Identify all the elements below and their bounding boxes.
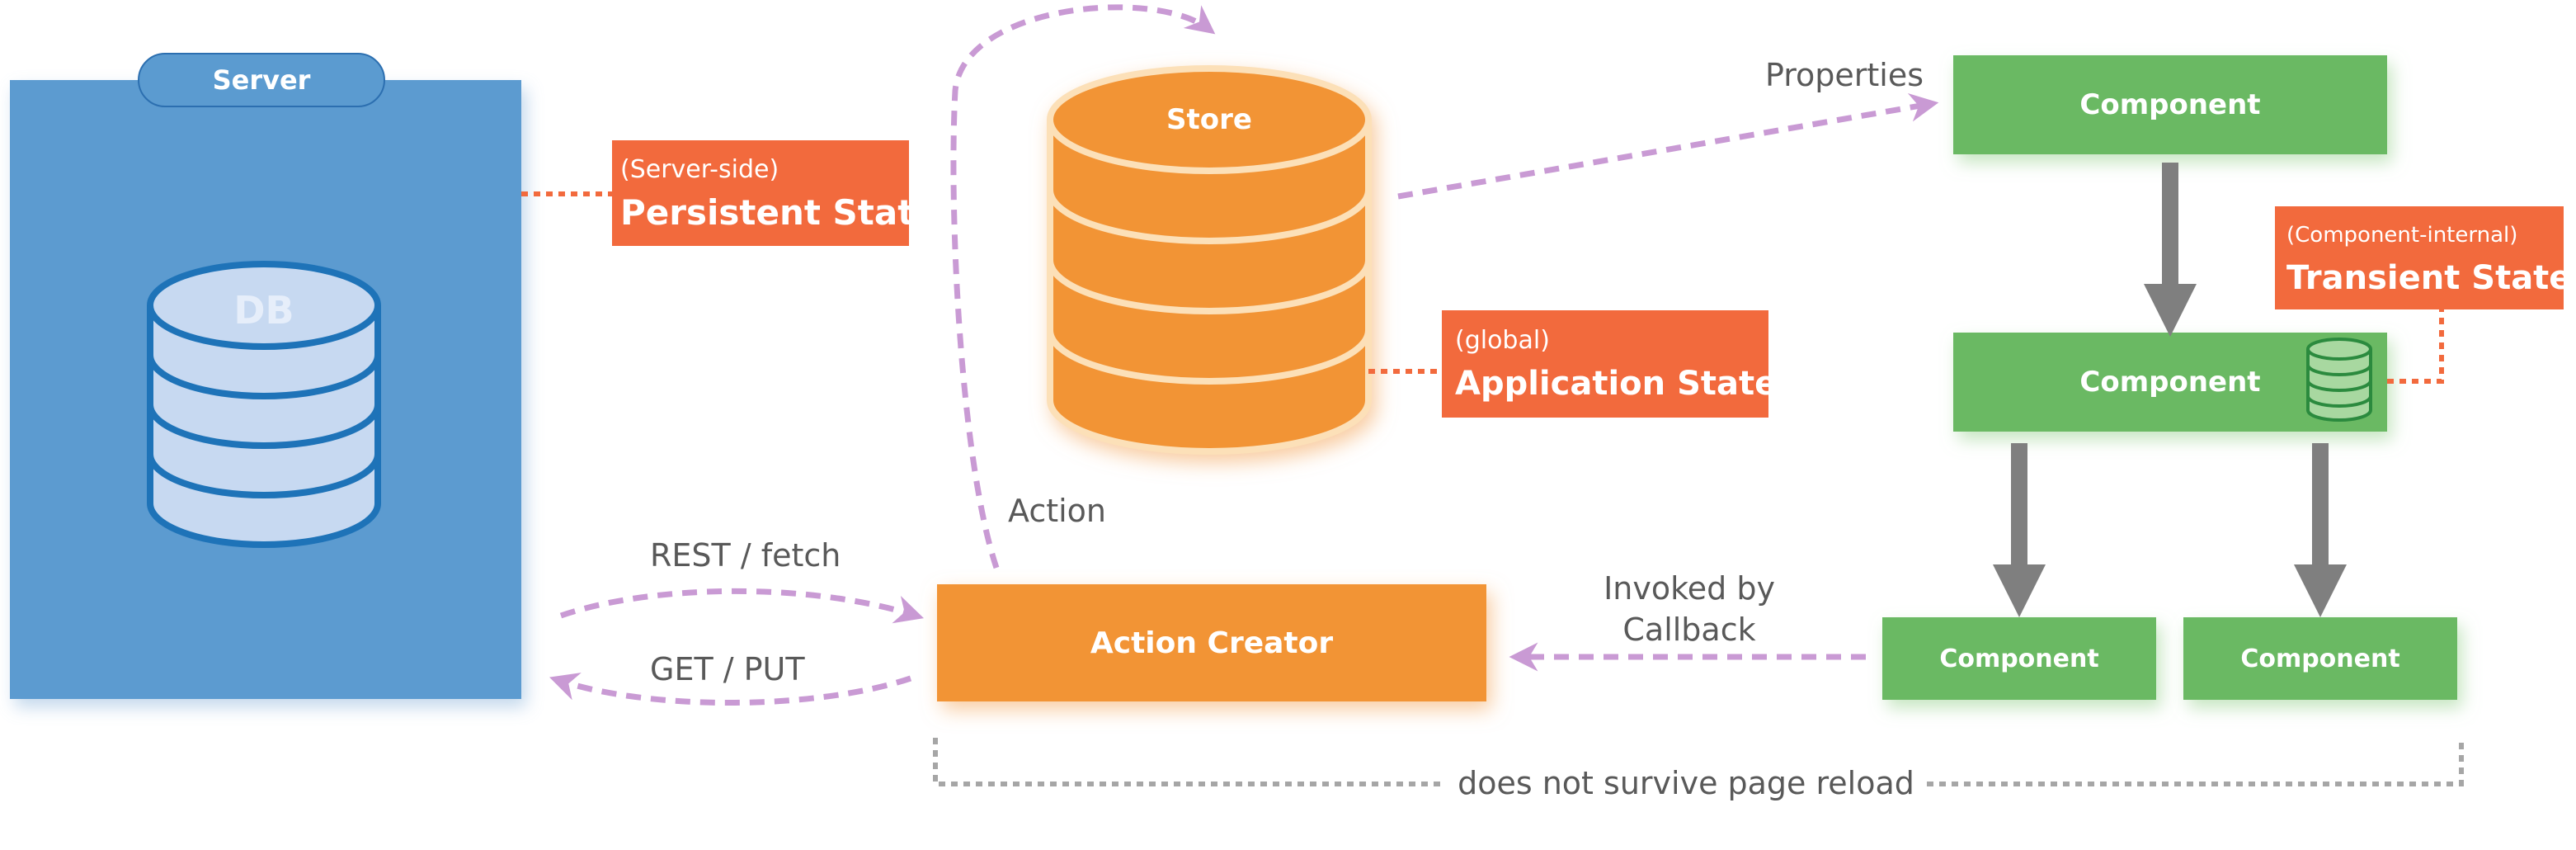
component-bottom-right-box — [2183, 617, 2457, 700]
component-top-label: Component — [2079, 88, 2260, 121]
component-bottom-right: Component — [2183, 617, 2457, 700]
edge-rest-fetch-label: REST / fetch — [650, 537, 841, 574]
server-title-pill — [138, 53, 385, 107]
edge-action — [950, 4, 1216, 569]
component-bottom-right-label: Component — [2240, 645, 2399, 673]
transient-state-title: Transient State — [2286, 259, 2571, 297]
component-bottom-left: Component — [1882, 617, 2156, 700]
application-state-box — [1442, 310, 1768, 418]
edge-invoked-label-line2: Callback — [1622, 612, 1755, 648]
component-state-icon — [2306, 338, 2372, 422]
component-middle-label: Component — [2079, 366, 2260, 399]
component-bottom-left-box — [1882, 617, 2156, 700]
component-middle: Component — [1953, 333, 2387, 432]
application-state-title: Application State — [1455, 365, 1777, 403]
reload-bracket-right — [1927, 738, 2464, 786]
persistent-state-title: Persistent State — [620, 192, 938, 233]
application-state-qualifier: (global) — [1455, 326, 1550, 355]
edge-rest-fetch — [559, 588, 925, 624]
db-label: DB — [233, 288, 294, 333]
component-bottom-left-label: Component — [1939, 645, 2098, 673]
store-node: Store — [1047, 65, 1372, 455]
component-top: Component — [1953, 55, 2387, 154]
component-top-box — [1953, 55, 2387, 154]
edge-invoked-label-line1: Invoked by — [1604, 570, 1775, 607]
transient-state-label: (Component-internal) Transient State — [2275, 206, 2571, 309]
edge-action-label: Action — [1008, 493, 1106, 529]
edge-properties — [1397, 92, 1939, 200]
edge-properties-label: Properties — [1765, 57, 1924, 93]
transient-state-box — [2275, 206, 2564, 309]
store-cylinder — [1047, 65, 1372, 455]
server-title: Server — [213, 64, 311, 96]
persistent-state-qualifier: (Server-side) — [620, 155, 779, 184]
transient-state-qualifier: (Component-internal) — [2286, 223, 2517, 248]
action-creator-label: Action Creator — [1090, 626, 1333, 660]
action-creator-box — [937, 584, 1486, 701]
server-node: Server DB — [10, 53, 521, 699]
edge-get-put — [549, 673, 912, 706]
action-creator-node: Action Creator — [937, 584, 1486, 701]
store-title: Store — [1166, 103, 1252, 136]
transient-state-connector — [2387, 309, 2444, 384]
edge-get-put-label: GET / PUT — [650, 651, 805, 687]
db-icon — [147, 261, 381, 548]
application-state-label: (global) Application State — [1442, 310, 1777, 418]
reload-bracket — [933, 738, 2464, 786]
reload-note: does not survive page reload — [1458, 765, 1914, 801]
persistent-state-box — [612, 140, 909, 246]
persistent-state-label: (Server-side) Persistent State — [612, 140, 938, 246]
reload-bracket-left — [933, 738, 1445, 786]
